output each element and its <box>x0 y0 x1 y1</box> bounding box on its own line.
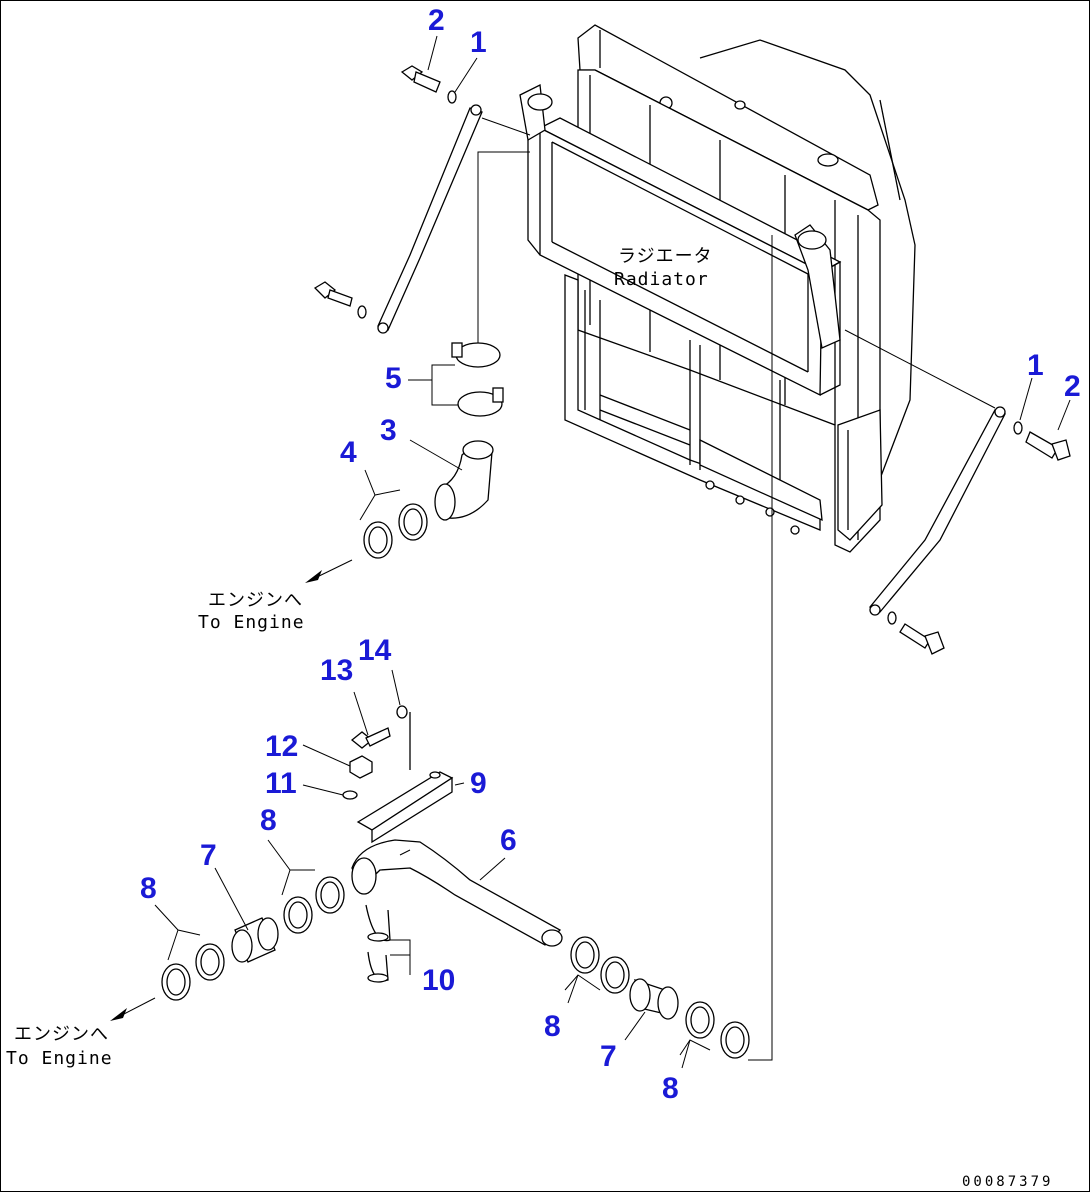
callout-8-right-b: 8 <box>662 1072 679 1105</box>
to-engine-label-jp-upper: エンジンへ <box>208 590 303 611</box>
callout-10: 10 <box>422 964 455 997</box>
elbow-hose-3 <box>434 440 494 521</box>
callout-7-right: 7 <box>600 1040 617 1073</box>
callout-14: 14 <box>358 634 392 667</box>
callout-13: 13 <box>320 654 353 687</box>
radiator-label-jp: ラジエータ <box>618 246 713 267</box>
nut-12 <box>349 755 373 779</box>
radiator-label-en: Radiator <box>614 269 709 290</box>
callout-4: 4 <box>340 436 357 469</box>
stay-bolt-upper-left <box>313 281 367 319</box>
bolt-13 <box>350 727 391 749</box>
lower-right-stay-rod <box>844 329 1006 616</box>
callout-1-right: 1 <box>1027 349 1044 382</box>
stay-bolt-lower-right <box>887 611 945 655</box>
drawing-code: 00087379 <box>962 1174 1053 1190</box>
clamp-5-lower <box>457 387 504 417</box>
clamp-8-group-c <box>570 936 630 994</box>
callout-9: 9 <box>470 767 487 800</box>
callout-2-right: 2 <box>1064 370 1081 403</box>
clamp-8-group-d <box>685 1001 750 1059</box>
bolt-2-top <box>400 65 457 104</box>
washer-14 <box>396 705 408 719</box>
callout-6: 6 <box>500 824 517 857</box>
callout-3: 3 <box>380 414 397 447</box>
callout-7-left: 7 <box>200 839 217 872</box>
callout-1-top: 1 <box>470 26 487 59</box>
radiator-assembly <box>519 24 916 553</box>
callout-12: 12 <box>265 730 298 763</box>
pipe-6 <box>351 839 563 947</box>
callout-8-mid: 8 <box>260 804 277 837</box>
callout-11: 11 <box>265 767 297 800</box>
u-bolt-10 <box>365 904 391 983</box>
callout-2-top: 2 <box>428 4 445 37</box>
coupling-7-left <box>231 917 279 963</box>
to-engine-label-en-upper: To Engine <box>198 612 305 633</box>
upper-left-stay-rod <box>377 104 531 334</box>
callout-8-left: 8 <box>140 872 157 905</box>
bolt-2-right <box>1013 421 1071 461</box>
to-engine-arrow-lower <box>110 997 156 1021</box>
to-engine-label-en-lower: To Engine <box>6 1048 113 1069</box>
clamp-8-group-a <box>161 943 225 1001</box>
clamp-4-pair <box>363 503 428 559</box>
clamp-8-group-b <box>283 876 345 934</box>
washer-11 <box>342 790 358 800</box>
clamp-5-upper <box>451 342 501 368</box>
leader-lines <box>154 35 1071 1069</box>
callout-8-right-a: 8 <box>544 1010 561 1043</box>
bracket-9 <box>356 712 454 844</box>
coupling-7-right <box>629 978 679 1020</box>
callout-5: 5 <box>385 362 402 395</box>
to-engine-label-jp-lower: エンジンへ <box>14 1024 109 1045</box>
to-engine-arrow-upper <box>305 559 353 583</box>
